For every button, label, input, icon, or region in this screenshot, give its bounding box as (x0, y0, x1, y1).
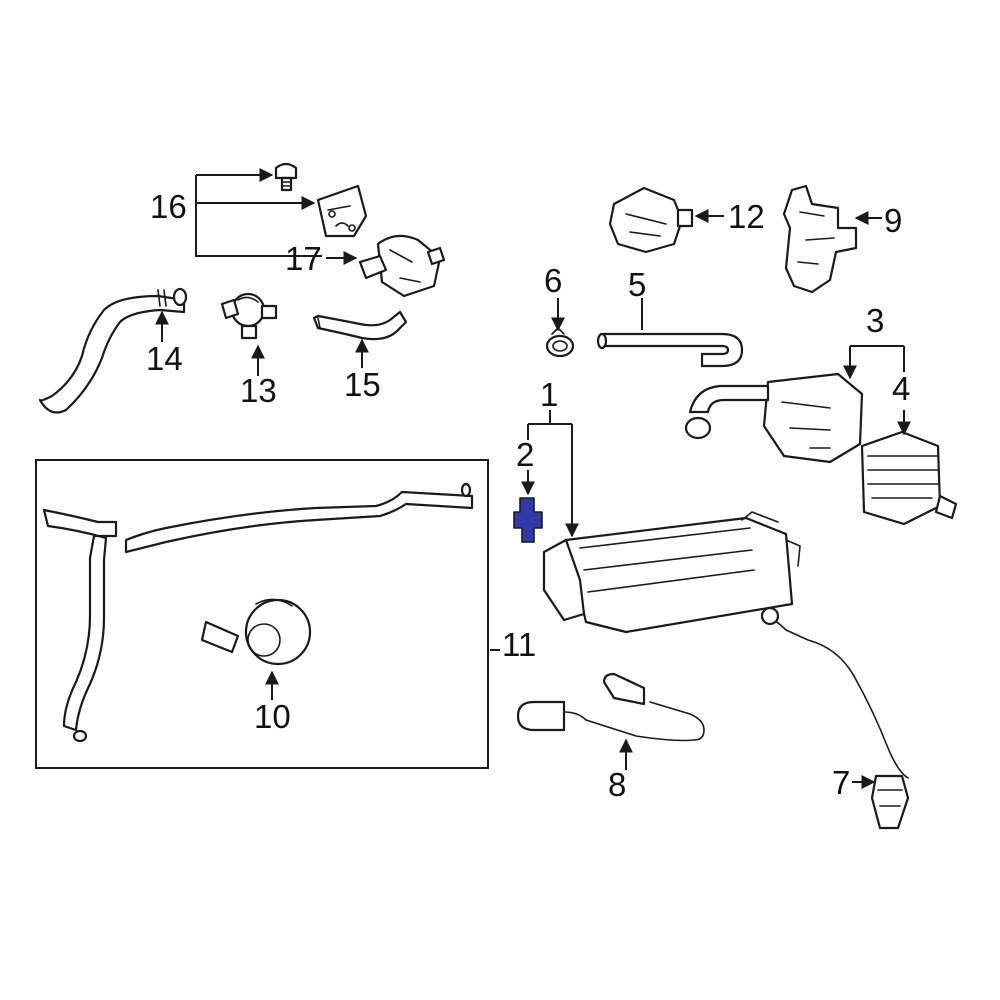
callout-10: 10 (254, 698, 291, 735)
part-7-sensor-harness[interactable] (760, 606, 910, 830)
callout-1: 1 (540, 376, 558, 413)
callout-7: 7 (832, 764, 850, 801)
part-14-hose[interactable] (38, 287, 188, 414)
part-11-vertical-hose[interactable] (42, 508, 118, 743)
callout-6: 6 (544, 262, 562, 299)
part-10-valve[interactable] (200, 598, 312, 666)
callout-11: 11 (502, 626, 536, 663)
part-8-sensor-harness[interactable] (516, 672, 705, 742)
part-4-canister-valve[interactable] (860, 430, 958, 526)
callout-2: 2 (516, 436, 534, 473)
part-13-valve[interactable] (220, 292, 278, 340)
part-5-hose[interactable] (596, 332, 744, 368)
part-6-clamp[interactable] (545, 327, 575, 358)
callout-9: 9 (884, 202, 902, 239)
part-2-connector[interactable] (513, 497, 543, 543)
part-16-bolt[interactable] (274, 162, 298, 192)
callout-17: 17 (285, 240, 322, 277)
part-9-bracket[interactable] (782, 184, 858, 294)
callout-16-leaders (195, 168, 322, 257)
part-16-bracket[interactable] (316, 184, 368, 238)
callout-3: 3 (866, 302, 884, 339)
callout-15: 15 (344, 366, 381, 403)
callout-12: 12 (728, 198, 765, 235)
callout-16: 16 (150, 188, 187, 225)
callout-3-4-leaders (843, 345, 911, 436)
part-15-hose[interactable] (312, 310, 408, 341)
callout-1-leaders (527, 410, 579, 538)
callout-8: 8 (608, 766, 626, 803)
callout-14: 14 (146, 340, 183, 377)
part-1-canister[interactable] (542, 511, 801, 634)
part-12-valve[interactable] (608, 186, 694, 254)
part-3-pump-module[interactable] (684, 372, 864, 464)
part-11-long-hose[interactable] (124, 482, 474, 554)
part-17-purge-valve[interactable] (358, 234, 446, 298)
callout-4: 4 (892, 370, 910, 407)
assembly-11-box (35, 459, 489, 769)
callout-13: 13 (240, 372, 277, 409)
callout-5: 5 (628, 266, 646, 303)
